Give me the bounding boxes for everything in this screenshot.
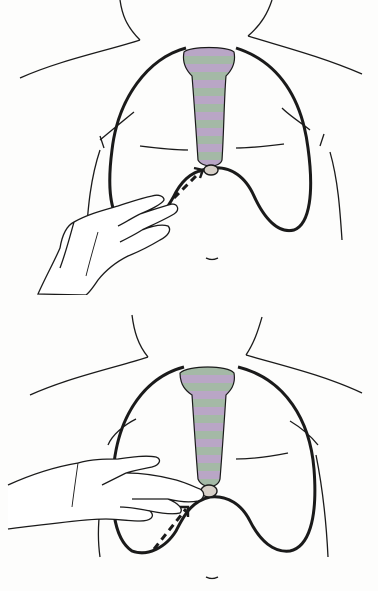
torso-outline	[20, 0, 362, 260]
hand-icon	[38, 195, 178, 295]
sternum-icon	[183, 48, 234, 167]
hand-icon	[8, 456, 204, 529]
panel-top	[0, 0, 378, 295]
sternum-icon	[180, 367, 234, 487]
panel-bottom	[0, 295, 378, 591]
xiphoid-process	[204, 165, 218, 175]
panel-top-drawing	[0, 0, 378, 295]
panel-bottom-drawing	[0, 295, 378, 591]
